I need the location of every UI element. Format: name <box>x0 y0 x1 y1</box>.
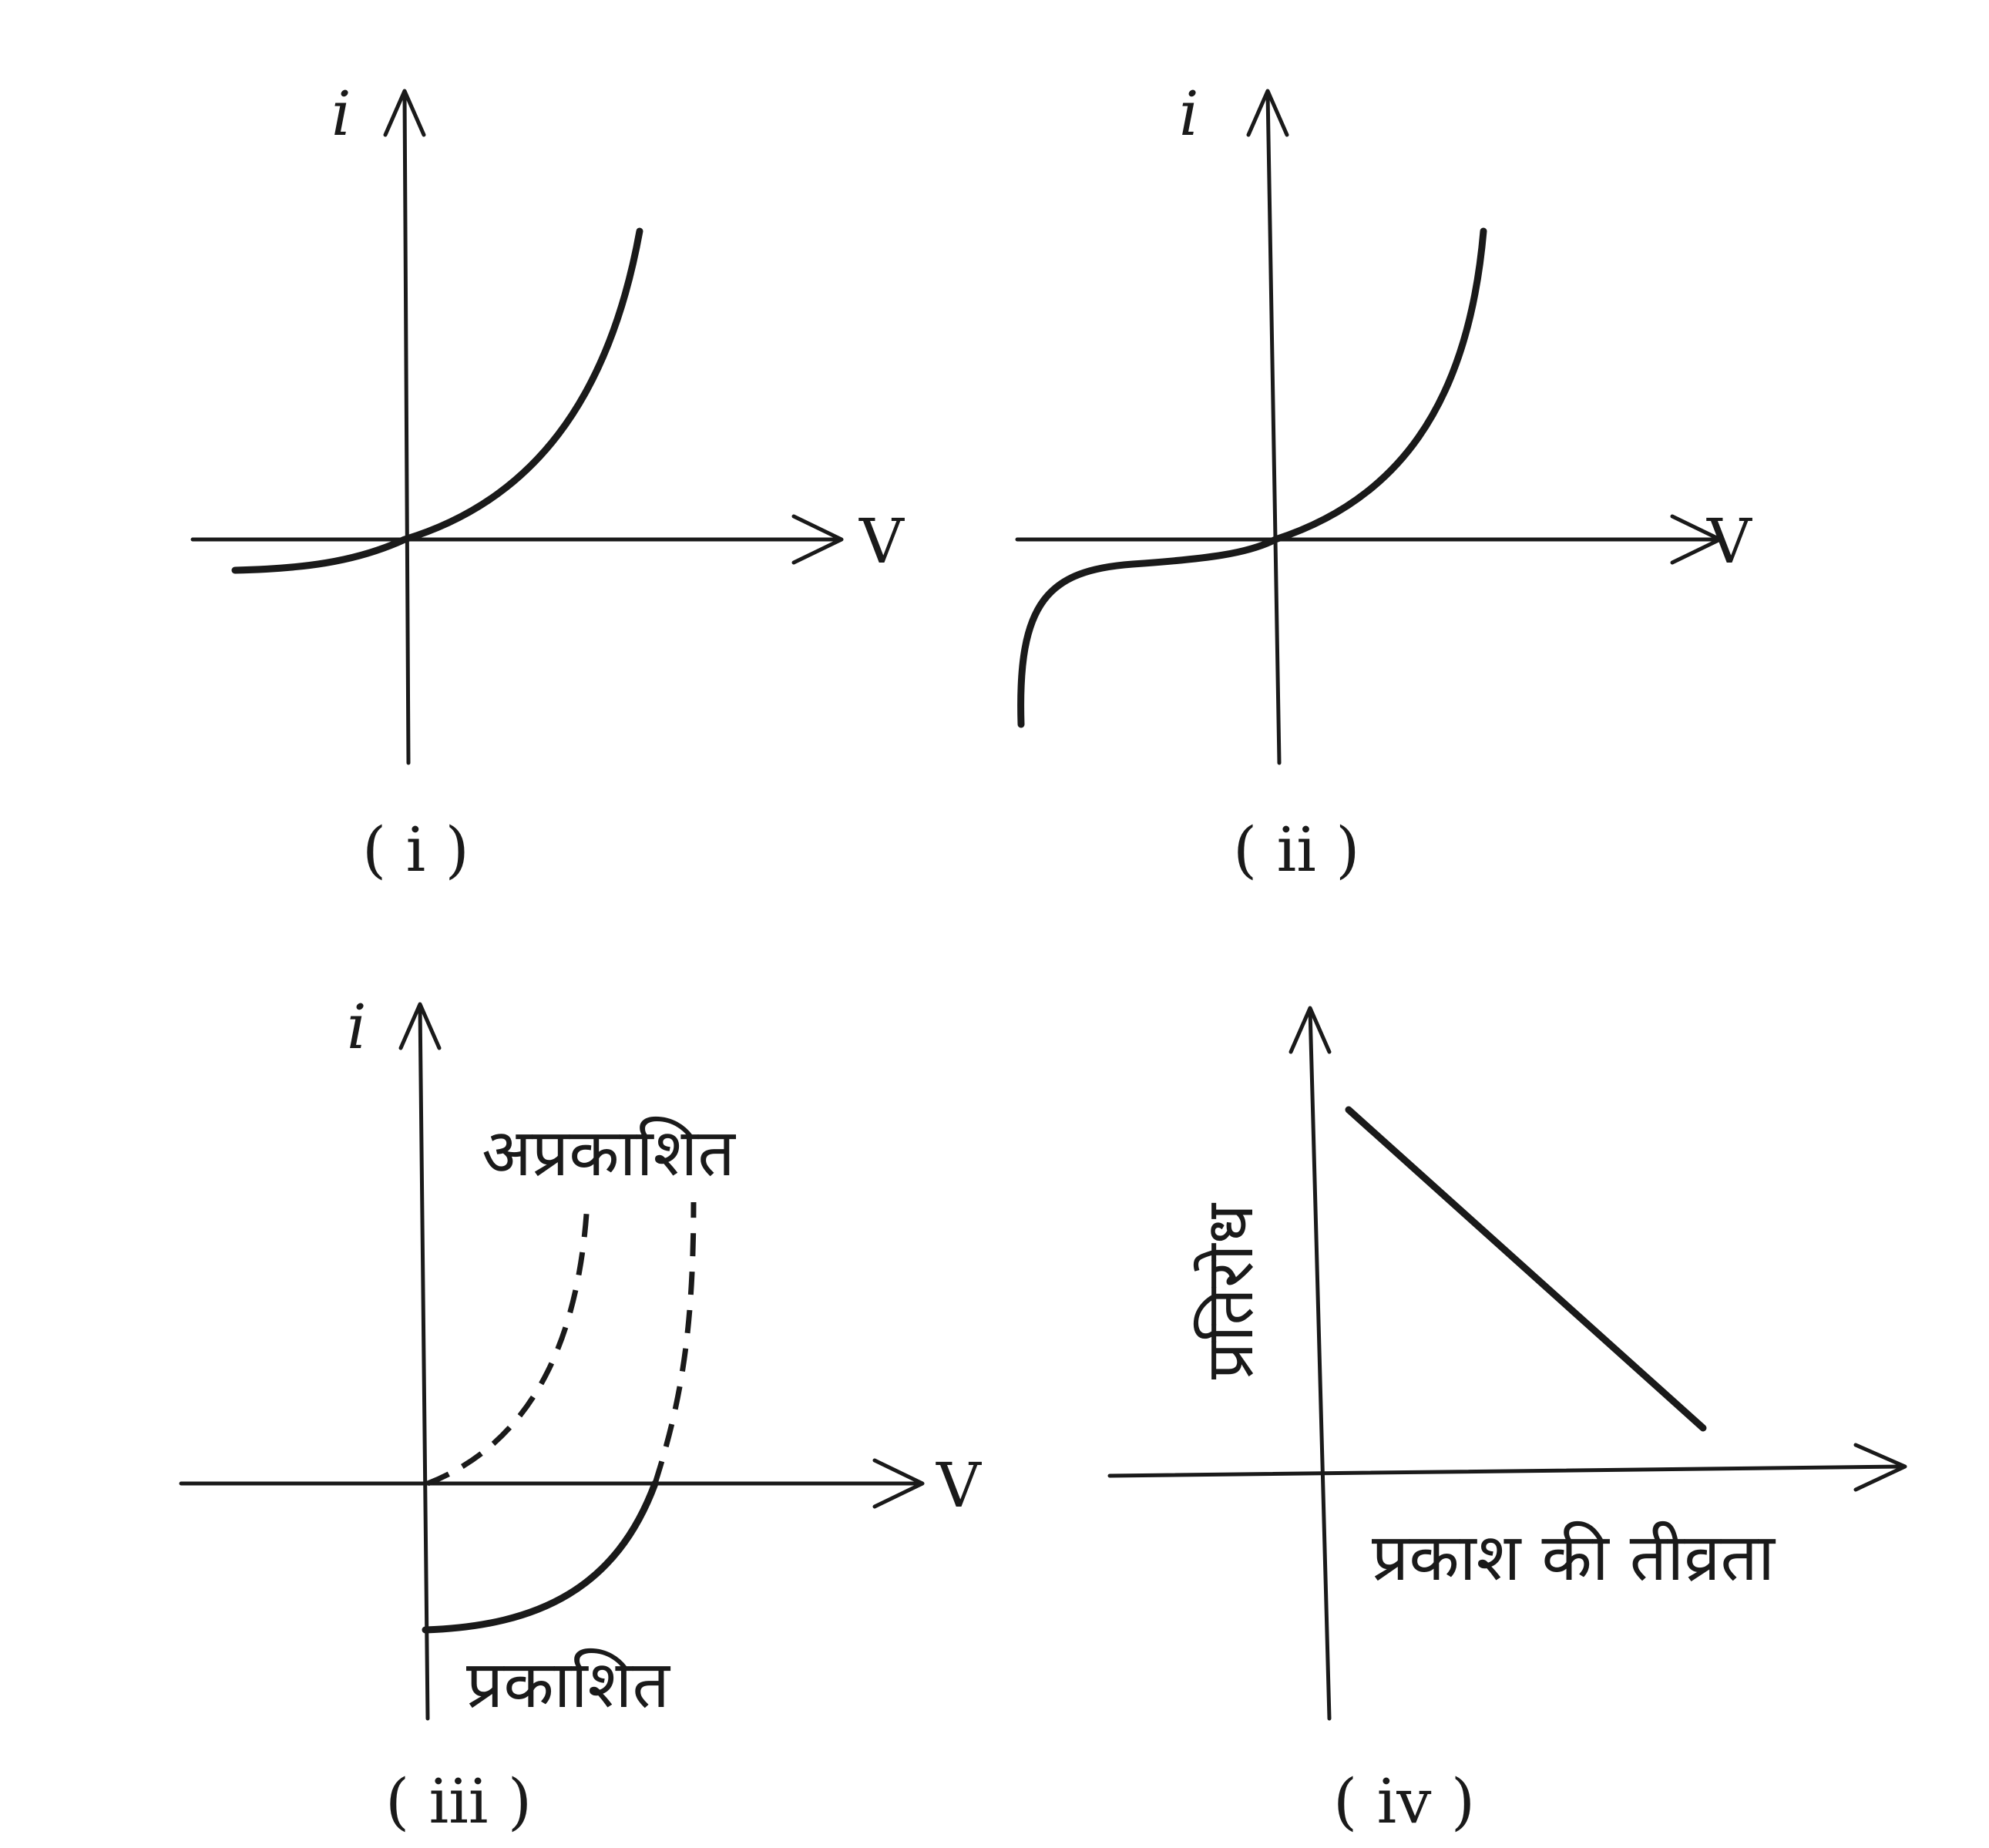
panel-iii-lit-curve <box>422 1480 659 1634</box>
panel-ii: i V ( ii ) <box>1015 78 1752 885</box>
panel-iii-dark-curve-2 <box>652 1201 697 1485</box>
panel-i-y-arrowhead <box>383 89 426 137</box>
panel-iii-caption: ( iii ) <box>385 1766 532 1837</box>
panel-iv-caption: ( iv ) <box>1333 1766 1475 1837</box>
panel-iii-x-label: V <box>936 1450 982 1521</box>
panel-ii-caption: ( ii ) <box>1233 814 1359 885</box>
panel-iii-y-label: i <box>347 991 367 1063</box>
panel-i-y-axis <box>402 90 411 765</box>
panel-i-curve <box>231 227 643 574</box>
panel-iii: i V अप्रकाशित प्रकाशित ( iii ) <box>179 991 982 1837</box>
panel-iii-x-arrowhead <box>872 1458 925 1509</box>
panel-iv-y-arrowhead <box>1288 1006 1332 1054</box>
panel-i-caption: ( i ) <box>362 814 469 885</box>
panel-iii-y-axis <box>418 1003 430 1721</box>
panel-ii-y-arrowhead <box>1246 89 1289 137</box>
panel-iv-line <box>1345 1106 1707 1432</box>
panel-iv-x-arrowhead <box>1853 1443 1907 1492</box>
panel-ii-y-label: i <box>1179 78 1199 150</box>
panel-ii-y-axis <box>1265 90 1282 765</box>
panel-iv-y-label: प्रतिरोध <box>1192 1202 1268 1379</box>
panel-iii-y-arrowhead <box>398 1002 442 1050</box>
panel-iii-dark-curve-1 <box>426 1201 590 1487</box>
panel-i-x-label: V <box>858 506 905 577</box>
panel-iv-y-axis <box>1308 1007 1332 1721</box>
panel-iv: प्रतिरोध प्रकाश की तीव्रता ( iv ) <box>1107 1006 1907 1837</box>
panel-ii-curve <box>1017 227 1487 728</box>
panel-iv-x-label: प्रकाश की तीव्रता <box>1372 1520 1776 1596</box>
panel-i-y-label: i <box>331 78 351 150</box>
panel-i-x-arrowhead <box>791 514 844 565</box>
panel-ii-x-label: V <box>1706 506 1752 577</box>
panel-i: i V ( i ) <box>190 78 905 885</box>
panel-ii-x-arrowhead <box>1670 514 1722 565</box>
panel-iv-x-axis <box>1107 1464 1906 1478</box>
panel-iii-lit-label: प्रकाशित <box>466 1647 670 1723</box>
panel-iii-dark-label: अप्रकाशित <box>482 1115 736 1191</box>
